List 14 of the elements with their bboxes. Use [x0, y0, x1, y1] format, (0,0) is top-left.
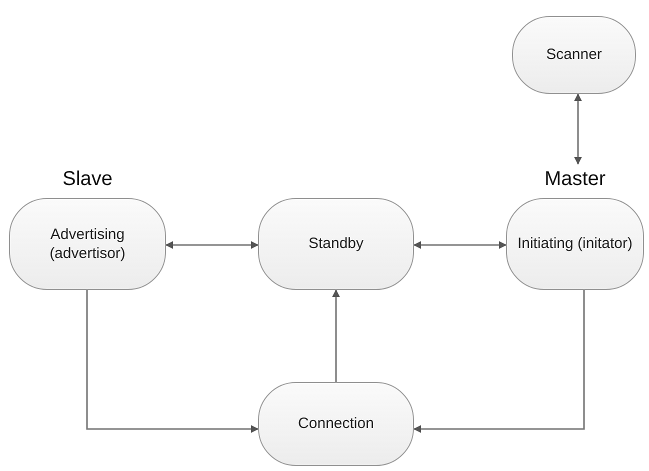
- role-heading: Master: [543, 167, 607, 191]
- state-label: Advertising (advertisor): [48, 224, 126, 264]
- arrow: [574, 93, 582, 165]
- arrow: [165, 241, 259, 249]
- state-label: Standby: [307, 234, 365, 254]
- arrow: [413, 290, 585, 433]
- arrow: [413, 241, 507, 249]
- rounded-state-box: [258, 198, 414, 290]
- arrow: [86, 290, 259, 433]
- arrow: [332, 289, 340, 382]
- state-label: Connection: [297, 414, 375, 434]
- role-heading: Slave: [61, 167, 114, 191]
- state-label: Initiating (initator): [516, 234, 634, 254]
- state-label: Scanner: [545, 45, 603, 65]
